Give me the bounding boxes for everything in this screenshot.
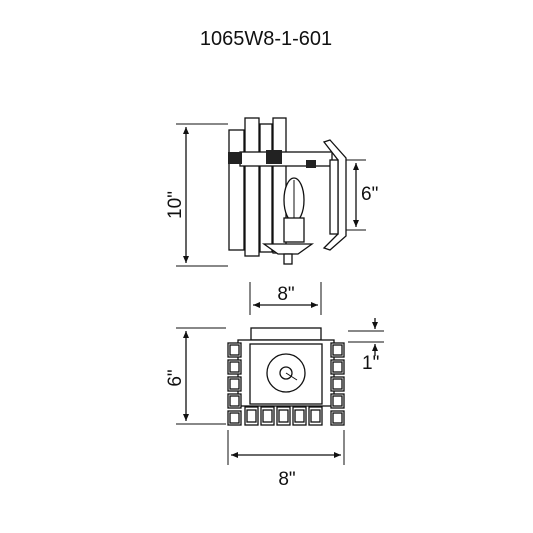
front-view: 6"	[165, 318, 384, 490]
front-width-dimension-8in: 8"	[227, 430, 345, 490]
backplate-top-edge	[250, 327, 322, 341]
bottom-crystal-row	[244, 406, 323, 426]
height-label: 10"	[165, 191, 186, 219]
side-view: 10"	[165, 117, 378, 267]
front-height-dimension-6in: 6"	[165, 327, 226, 425]
backplate-dimension-6in: 6"	[346, 159, 378, 231]
front-width-label: 8"	[278, 469, 295, 490]
top-width-label: 8"	[277, 284, 294, 305]
right-crystal-column	[330, 342, 345, 426]
front-height-label: 6"	[165, 369, 186, 386]
height-dimension-10in: 10"	[165, 123, 228, 267]
top-width-dimension-8in: 8"	[249, 282, 322, 315]
fixture-side-outline	[228, 117, 347, 265]
left-crystal-column	[227, 342, 242, 426]
offset-label: 1"	[362, 353, 379, 374]
backplate-height-label: 6"	[361, 184, 378, 205]
fixture-front-outline	[237, 339, 335, 407]
offset-dimension-1in: 1"	[348, 318, 384, 374]
product-code-title: 1065W8-1-601	[200, 28, 332, 50]
